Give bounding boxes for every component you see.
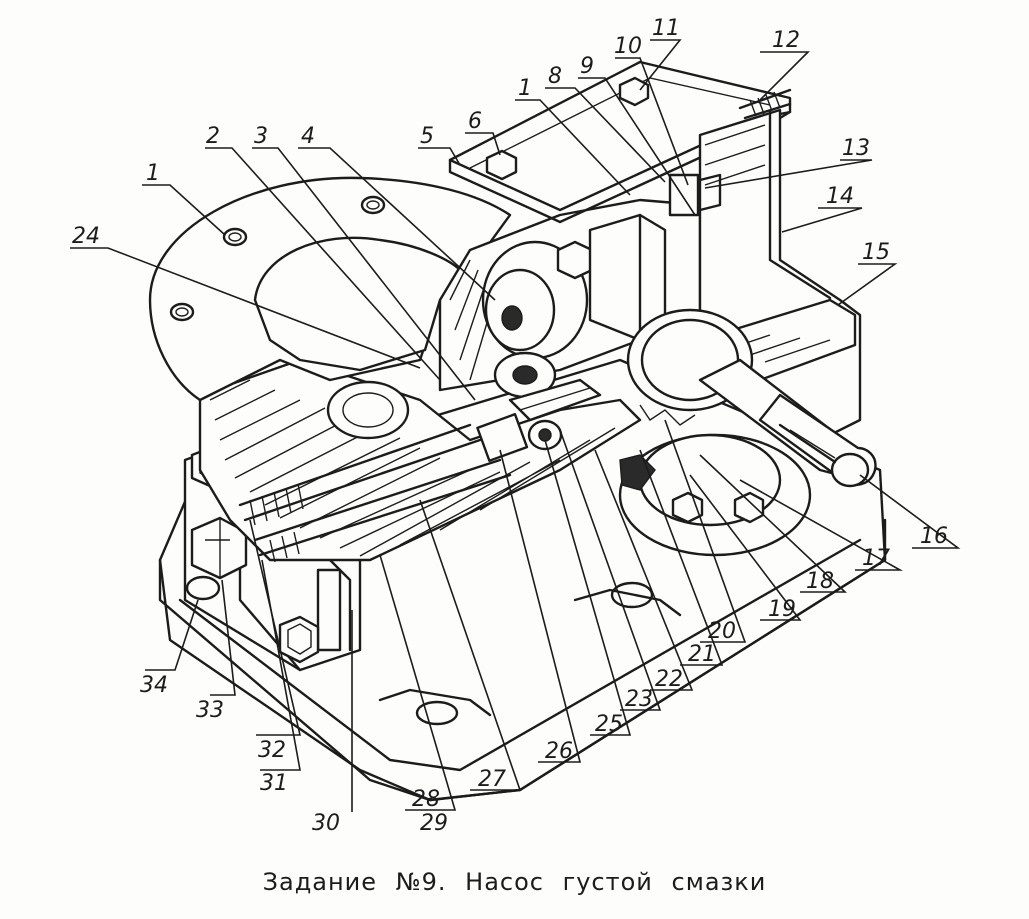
callout-18: 18 [806, 569, 834, 594]
callout-27: 27 [478, 767, 506, 792]
callout-13: 13 [842, 136, 870, 161]
callout-2: 2 [206, 124, 220, 149]
callout-17: 17 [862, 546, 890, 571]
callout-28: 28 [412, 787, 440, 812]
callout-15: 15 [862, 240, 890, 265]
callout-6: 6 [468, 109, 482, 134]
callout-10: 10 [614, 34, 642, 59]
callout-1: 1 [146, 161, 160, 186]
cover-flange [148, 176, 512, 440]
callout-25: 25 [595, 712, 623, 737]
flange-bolt [733, 491, 765, 524]
check-valve [668, 173, 700, 217]
flange-bolt [671, 491, 704, 524]
callout-24: 24 [72, 224, 100, 249]
callout-23: 23 [625, 687, 653, 712]
callout-16: 16 [920, 524, 948, 549]
callout-31: 31 [260, 771, 288, 796]
callout-labels: 1 2 3 4 5 6 1 8 9 10 11 12 13 14 15 16 1… [72, 16, 948, 836]
callout-8: 8 [548, 64, 562, 89]
callout-34: 34 [140, 673, 168, 698]
callout-20: 20 [708, 619, 736, 644]
callout-19: 19 [768, 597, 796, 622]
callout-14: 14 [826, 184, 854, 209]
plunger-assembly [476, 378, 602, 462]
bolt-hole [169, 302, 195, 322]
bolt-hole [360, 195, 386, 215]
callout-12: 12 [772, 28, 800, 53]
upper-housing [438, 198, 702, 399]
callout-33: 33 [196, 698, 224, 723]
callout-26: 26 [545, 739, 573, 764]
callout-11: 11 [652, 16, 680, 41]
mounting-hole [415, 700, 459, 726]
callout-21: 21 [688, 642, 716, 667]
drive-shaft [626, 308, 877, 488]
callout-9: 9 [580, 54, 594, 79]
callout-3: 3 [254, 124, 268, 149]
cover-bolt [485, 149, 518, 181]
leader-lines [70, 39, 961, 812]
callout-5: 5 [420, 124, 434, 149]
callout-22: 22 [655, 667, 683, 692]
callout-29: 29 [420, 811, 448, 836]
bolt-hole [222, 227, 248, 247]
drain-plug [185, 516, 248, 601]
callout-30: 30 [312, 811, 340, 836]
figure-caption: Задание №9. Насос густой смазки [262, 868, 767, 896]
callout-4: 4 [301, 124, 315, 149]
cover-bolt [618, 76, 650, 107]
callout-32: 32 [258, 738, 286, 763]
hex-bolt [278, 615, 320, 664]
sectioned-interior [198, 358, 642, 563]
callout-1b: 1 [518, 76, 532, 101]
shaft-flange [618, 404, 812, 557]
